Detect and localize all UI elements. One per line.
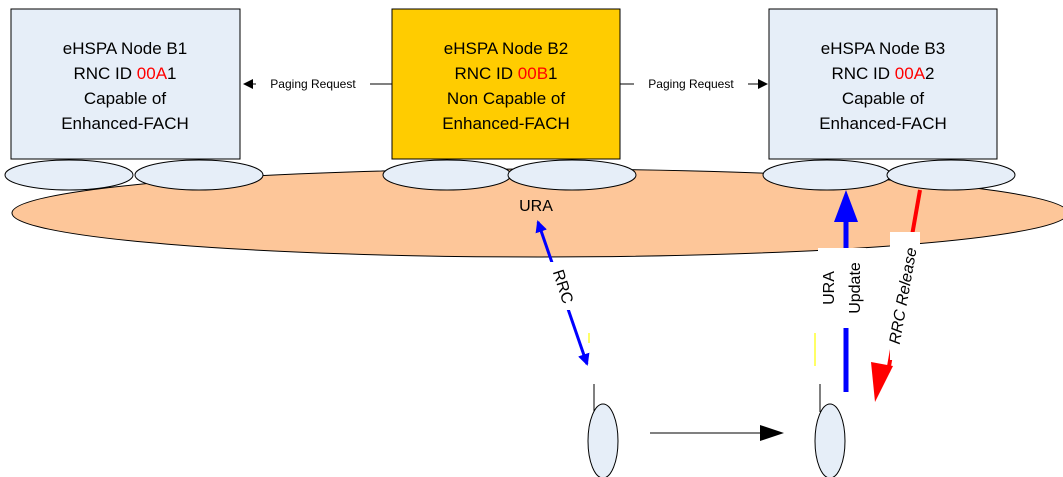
node-b3-box (768, 8, 998, 160)
rrc-release-arrowhead (871, 362, 893, 402)
node-b1-line4: Enhanced-FACH (61, 114, 189, 133)
node-b3-title: eHSPA Node B3 (821, 39, 945, 58)
ura-update-arrowhead (834, 190, 858, 222)
paging-right-label: Paging Request (648, 77, 734, 91)
paging-left-label-bg (256, 76, 370, 92)
cell-b3-right (886, 159, 1016, 191)
ura-update-label-bg (818, 248, 866, 328)
cell-b1-left (4, 159, 134, 191)
node-b2-title: eHSPA Node B2 (444, 39, 568, 58)
node-b2-box (391, 8, 621, 160)
node-b3-line3: Capable of (842, 89, 925, 108)
node-b2-line3: Non Capable of (447, 89, 565, 108)
ura-update-label-2: Update (847, 262, 864, 314)
paging-left-label: Paging Request (270, 77, 356, 91)
rrc-label-bg (550, 262, 574, 310)
cell-b2-right (507, 159, 637, 191)
ue-left-icon (587, 384, 619, 477)
ue-right-icon (814, 384, 846, 477)
node-b2-rnc: RNC ID 00B1 (455, 64, 558, 83)
node-b3-rnc: RNC ID 00A2 (832, 64, 935, 83)
node-b1-box (10, 8, 241, 160)
cell-b2-left (382, 159, 512, 191)
node-b1-line3: Capable of (84, 89, 167, 108)
node-b1-rnc: RNC ID 00A1 (74, 64, 177, 83)
rrc-release-label-bg (890, 232, 920, 360)
ura-update-label-1: URA (821, 271, 838, 305)
node-b1-text: eHSPA Node B1 RNC ID 00A1 Capable of Enh… (61, 39, 189, 133)
paging-right-label-bg (634, 76, 748, 92)
node-b2-line4: Enhanced-FACH (442, 114, 570, 133)
cell-b1-right (134, 159, 264, 191)
node-b3-text: eHSPA Node B3 RNC ID 00A2 Capable of Enh… (819, 39, 947, 133)
node-b2-text: eHSPA Node B2 RNC ID 00B1 Non Capable of… (442, 39, 570, 133)
node-b3-line4: Enhanced-FACH (819, 114, 947, 133)
ura-label: URA (519, 198, 553, 215)
node-b1-title: eHSPA Node B1 (63, 39, 187, 58)
ue-move-arrowhead (760, 425, 784, 441)
cell-b3-left (762, 159, 892, 191)
